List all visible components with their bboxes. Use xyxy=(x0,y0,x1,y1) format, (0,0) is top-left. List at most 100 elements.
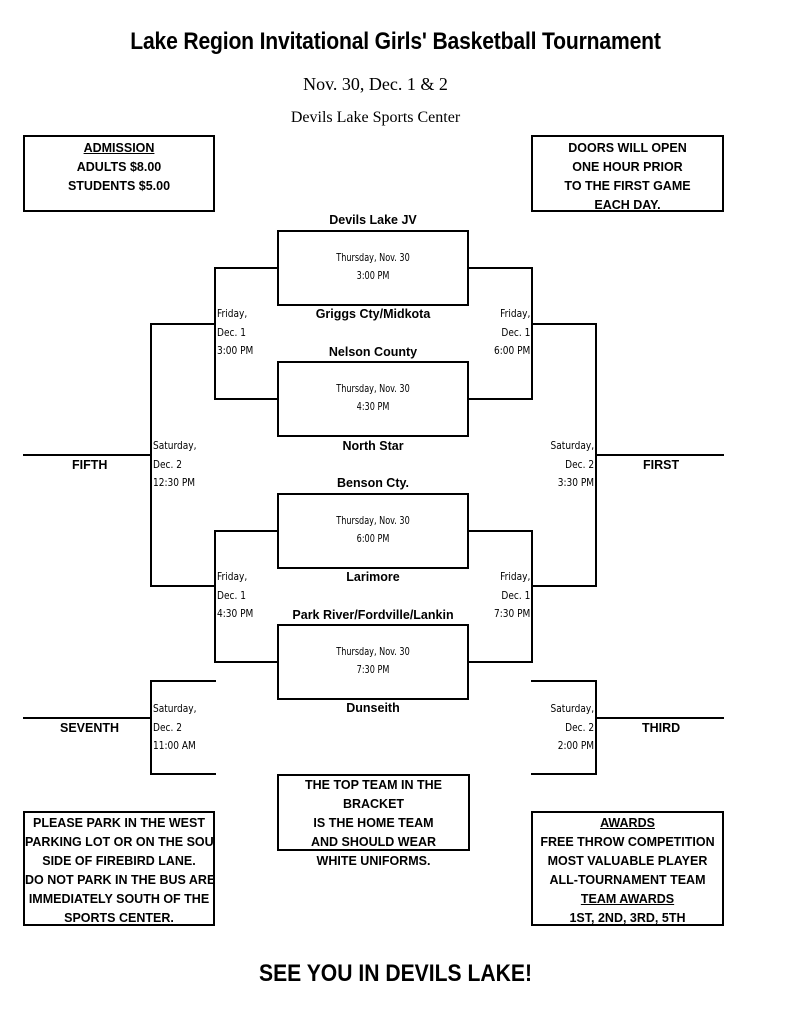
tournament-dates: Nov. 30, Dec. 1 & 2 xyxy=(303,74,448,94)
bracket-line xyxy=(214,398,278,400)
bracket-line xyxy=(214,530,278,532)
doors-box: DOORS WILL OPEN ONE HOUR PRIOR TO THE FI… xyxy=(531,135,724,212)
note-line-4: WHITE UNIFORMS. xyxy=(316,854,431,868)
schedule-day: Friday, xyxy=(217,307,248,320)
bracket-line xyxy=(468,530,533,532)
page-title: Lake Region Invitational Girls' Basketba… xyxy=(130,28,661,55)
schedule-day: Saturday, xyxy=(153,702,197,715)
doors-line-3: TO THE FIRST GAME xyxy=(564,179,691,193)
team-label: North Star xyxy=(342,439,404,453)
team-label: Griggs Cty/Midkota xyxy=(315,307,431,321)
bracket-line xyxy=(468,398,533,400)
admission-box: ADMISSION ADULTS $8.00 STUDENTS $5.00 xyxy=(23,135,215,212)
game-day: Thursday, Nov. 30 xyxy=(336,645,410,658)
parking-line-2: PARKING LOT OR ON THE SOUTH xyxy=(25,835,215,849)
schedule-time: 11:00 AM xyxy=(153,739,196,752)
schedule-time: 3:00 PM xyxy=(217,344,254,357)
bracket-line xyxy=(531,323,597,325)
schedule-day: Saturday, xyxy=(550,702,594,715)
team-awards-heading: TEAM AWARDS xyxy=(580,892,675,906)
game-box: Thursday, Nov. 30 3:00 PM xyxy=(277,230,469,306)
third-place-label: THIRD xyxy=(642,721,681,735)
schedule-day: Friday, xyxy=(499,307,530,320)
awards-box: AWARDS FREE THROW COMPETITION MOST VALUA… xyxy=(531,811,724,926)
schedule-date: Dec. 2 xyxy=(565,457,594,471)
friday-right-bottom-schedule: Friday, Dec. 1 7:30 PM xyxy=(494,568,530,624)
seventh-place-label: SEVENTH xyxy=(60,721,120,735)
schedule-date: Dec. 2 xyxy=(153,720,182,734)
team-label: Park River/Fordville/Lankin xyxy=(292,608,454,622)
awards-line-1: FREE THROW COMPETITION xyxy=(540,835,715,849)
doors-line-1: DOORS WILL OPEN xyxy=(568,141,687,155)
bracket-line xyxy=(150,680,216,682)
schedule-date: Dec. 2 xyxy=(565,720,594,734)
team-awards-line: 1ST, 2ND, 3RD, 5TH xyxy=(569,911,686,925)
bracket-line xyxy=(531,680,597,682)
game-day: Thursday, Nov. 30 xyxy=(336,514,410,527)
bracket-line xyxy=(150,773,216,775)
game-box: Thursday, Nov. 30 7:30 PM xyxy=(277,624,469,700)
bracket-line xyxy=(531,585,597,587)
home-team-note-box: THE TOP TEAM IN THE BRACKET IS THE HOME … xyxy=(277,774,470,868)
saturday-seventh-schedule: Saturday, Dec. 2 11:00 AM xyxy=(153,700,197,756)
schedule-day: Saturday, xyxy=(153,439,197,452)
saturday-third-schedule: Saturday, Dec. 2 2:00 PM xyxy=(550,700,594,756)
note-line-2: IS THE HOME TEAM xyxy=(313,816,434,830)
bracket-line xyxy=(531,267,533,400)
game-box: Thursday, Nov. 30 6:00 PM xyxy=(277,493,469,569)
bracket-line xyxy=(214,267,216,400)
schedule-date: Dec. 1 xyxy=(501,325,530,339)
doors-line-2: ONE HOUR PRIOR xyxy=(572,160,683,174)
team-label: Dunseith xyxy=(346,701,400,715)
bracket-line xyxy=(150,680,152,775)
bracket-line xyxy=(531,530,533,663)
schedule-day: Saturday, xyxy=(550,439,594,452)
bracket-line xyxy=(531,773,597,775)
awards-line-3: ALL-TOURNAMENT TEAM xyxy=(549,873,706,887)
parking-line-3: SIDE OF FIREBIRD LANE. xyxy=(42,854,196,868)
parking-line-5: IMMEDIATELY SOUTH OF THE xyxy=(28,892,210,906)
friday-left-top-schedule: Friday, Dec. 1 3:00 PM xyxy=(217,305,253,361)
first-place-label: FIRST xyxy=(643,458,680,472)
game-time: 3:00 PM xyxy=(356,269,390,282)
doors-line-4: EACH DAY. xyxy=(594,198,661,212)
bracket-line xyxy=(23,717,152,719)
fifth-place-label: FIFTH xyxy=(72,458,108,472)
bracket-line xyxy=(23,454,152,456)
team-label: Benson Cty. xyxy=(337,476,409,490)
game-day: Thursday, Nov. 30 xyxy=(336,382,410,395)
awards-heading: AWARDS xyxy=(600,816,655,830)
schedule-date: Dec. 1 xyxy=(501,588,530,602)
schedule-time: 2:00 PM xyxy=(557,739,594,752)
bracket-line xyxy=(214,530,216,663)
bracket-line xyxy=(150,323,216,325)
game-time: 7:30 PM xyxy=(356,663,390,676)
bracket-line xyxy=(468,661,533,663)
footer-message: SEE YOU IN DEVILS LAKE! xyxy=(258,960,533,987)
schedule-time: 12:30 PM xyxy=(153,476,196,489)
team-label: Larimore xyxy=(346,570,400,584)
admission-students: STUDENTS $5.00 xyxy=(67,179,171,193)
schedule-day: Friday, xyxy=(499,570,530,583)
bracket-line xyxy=(214,267,278,269)
awards-line-2: MOST VALUABLE PLAYER xyxy=(547,854,708,868)
admission-adults: ADULTS $8.00 xyxy=(76,160,162,174)
game-box: Thursday, Nov. 30 4:30 PM xyxy=(277,361,469,437)
schedule-time: 7:30 PM xyxy=(493,607,530,620)
note-line-1: THE TOP TEAM IN THE BRACKET xyxy=(304,778,443,811)
saturday-fifth-schedule: Saturday, Dec. 2 12:30 PM xyxy=(153,437,197,493)
parking-line-4: DO NOT PARK IN THE BUS AREA xyxy=(25,873,215,887)
game-day: Thursday, Nov. 30 xyxy=(336,251,410,264)
schedule-date: Dec. 1 xyxy=(217,325,246,339)
friday-left-bottom-schedule: Friday, Dec. 1 4:30 PM xyxy=(217,568,253,624)
bracket-line xyxy=(595,454,724,456)
parking-line-6: SPORTS CENTER. xyxy=(64,911,174,925)
bracket-line xyxy=(595,717,724,719)
team-label: Nelson County xyxy=(328,345,418,359)
schedule-time: 4:30 PM xyxy=(217,607,254,620)
schedule-day: Friday, xyxy=(217,570,248,583)
bracket-line xyxy=(595,680,597,775)
schedule-time: 6:00 PM xyxy=(493,344,530,357)
game-time: 4:30 PM xyxy=(356,400,390,413)
parking-box: PLEASE PARK IN THE WEST PARKING LOT OR O… xyxy=(23,811,215,926)
